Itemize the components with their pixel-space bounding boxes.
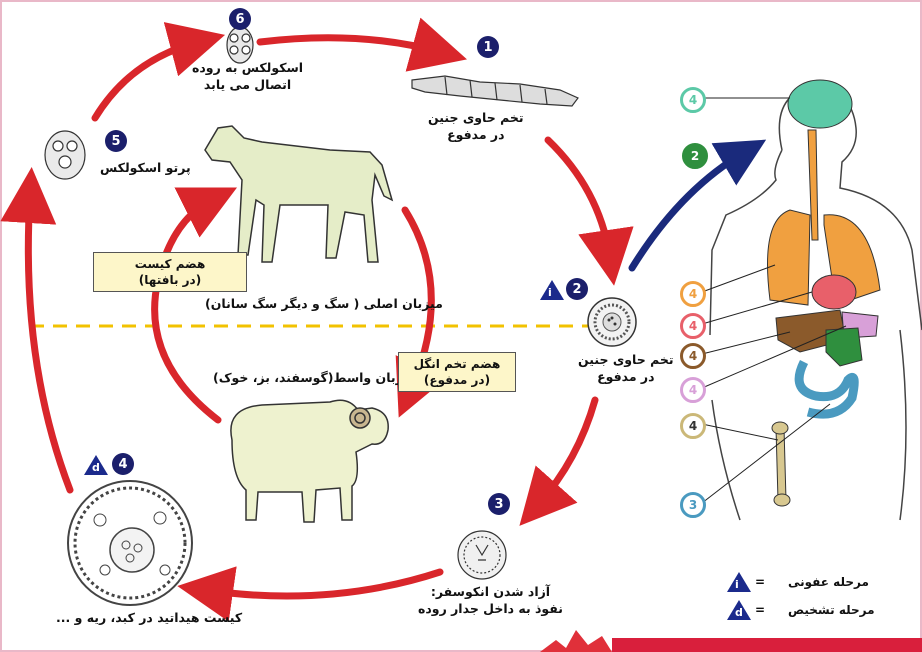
stage-4-label: کیست هیداتید در کبد، ریه و ... <box>56 610 242 627</box>
stage-3-label: آزاد شدن انکوسفر: نفوذ به داخل جدار روده <box>418 584 563 618</box>
stage-2-label: تخم حاوی جنین در مدفوع <box>578 352 674 386</box>
scolex-icon <box>227 27 253 63</box>
legend-infective-equals: = <box>755 575 765 589</box>
human-spleen-badge: 4 <box>680 377 706 403</box>
stage-6-label: اسکولکس به روده اتصال می یابد <box>192 60 303 94</box>
left-lung-icon <box>768 210 811 305</box>
oncosphere-icon <box>458 531 506 579</box>
stage-5-badge: 5 <box>105 130 127 152</box>
human-intestine-badge: 3 <box>680 492 706 518</box>
human-liver-badge: 4 <box>680 343 706 369</box>
intermediate-host-label: میزبان واسط(گوسفند، بز، خوک) <box>213 370 416 387</box>
egg-icon <box>588 298 636 346</box>
arrow-2-to-3 <box>538 400 595 505</box>
stage-6-badge: 6 <box>229 8 251 30</box>
stage-3-badge: 3 <box>488 493 510 515</box>
arrow-4-to-5 <box>28 195 70 490</box>
stage-1-badge: 1 <box>477 36 499 58</box>
egg-ingestion-box: هضم تخم انگل (در مدفوع) <box>398 352 516 392</box>
legend-diagnostic-label: مرحله تشخیص <box>788 603 875 617</box>
human-body-icon <box>710 80 922 520</box>
legend-infective-icon: i <box>727 572 751 592</box>
arrow-1-to-2 <box>548 140 610 258</box>
sheep-icon <box>231 400 388 522</box>
arrow-5-to-6 <box>95 42 198 118</box>
human-lung-badge: 4 <box>680 281 706 307</box>
heart-icon <box>812 275 856 309</box>
arrow-6-to-1 <box>260 38 440 52</box>
arrow-to-human <box>632 152 745 268</box>
human-heart-badge: 4 <box>680 313 706 339</box>
brain-icon <box>788 80 852 128</box>
stage-1-label: تخم حاوی جنین در مدفوع <box>428 110 524 144</box>
stage-2-badge: 2 <box>566 278 588 300</box>
bottom-banner <box>540 630 922 652</box>
human-brain-badge: 4 <box>680 87 706 113</box>
human-entry-badge: 2 <box>682 143 708 169</box>
legend-infective-label: مرحله عفونی <box>788 575 869 589</box>
stage-4-badge: 4 <box>112 453 134 475</box>
cyst-ingestion-box: هضم کیست (در بافتها) <box>93 252 247 292</box>
stage-5-label: پرتو اسکولکس <box>100 160 191 177</box>
diagnostic-stage-marker: d <box>84 455 108 475</box>
dog-icon <box>205 126 392 262</box>
hydatid-cyst-icon <box>68 481 192 605</box>
arrow-3-to-4 <box>205 572 440 596</box>
legend-diagnostic-equals: = <box>755 603 765 617</box>
legend-diagnostic-icon: d <box>727 600 751 620</box>
protoscolex-icon <box>45 131 85 179</box>
stomach-icon <box>826 328 862 366</box>
infective-stage-marker: i <box>540 280 564 300</box>
adult-worm-icon <box>412 76 578 106</box>
definitive-host-label: میزبان اصلی ( سگ و دیگر سگ سانان) <box>205 296 443 313</box>
human-bone-badge: 4 <box>680 413 706 439</box>
